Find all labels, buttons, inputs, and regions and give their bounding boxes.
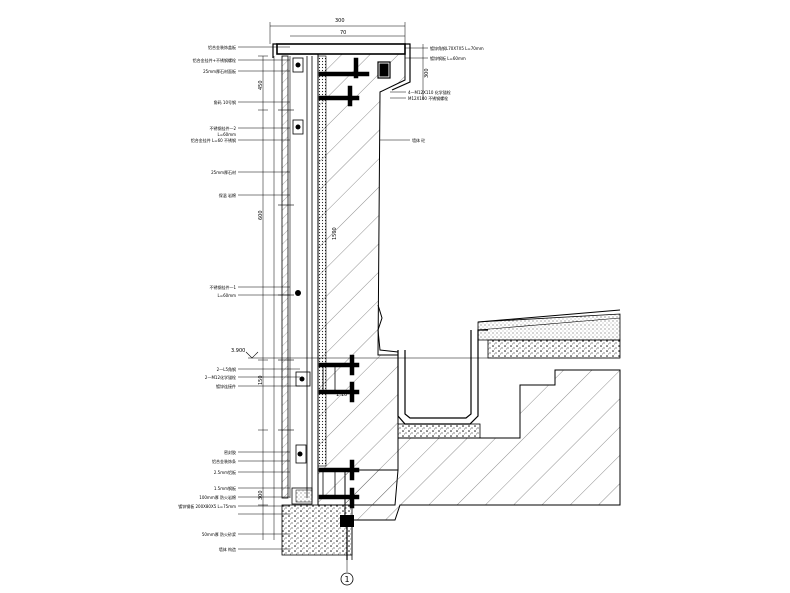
dim-top-300: 300 — [335, 18, 345, 24]
dimension-lines — [258, 22, 424, 540]
label-left-9: 不锈钢挂件—1 — [209, 284, 236, 290]
level-mark: 3.900 — [231, 348, 245, 354]
label-left-12: 2—M12化学锚栓 — [205, 374, 236, 380]
level-triangle — [245, 351, 259, 359]
label-left-19: 镀锌钢板 200X80X5 L=75mm — [178, 503, 236, 509]
dim-top-70: 70 — [340, 30, 346, 36]
label-right-4: 墙体 砼 — [412, 137, 425, 143]
label-left-5: L=60mm — [218, 132, 237, 137]
labels-left: 铝合金装饰盖板 铝合金挂件+不锈钢螺栓 25mm厚石材面板 角码 10号钢 不锈… — [178, 44, 236, 552]
label-left-17: 1.5mm钢板 — [214, 485, 236, 491]
label-left-13: 镀锌连接件 — [216, 383, 236, 389]
dim-inner-ratio: 1:10 — [336, 392, 347, 398]
gutter-bed — [397, 423, 481, 439]
label-left-7: 25mm厚石材 — [211, 169, 236, 175]
labels-right: 镀锌角钢L70X7X5 L=70mm 镀锌钢板 L=60mm 4—M12X110… — [408, 45, 484, 143]
label-left-1: 铝合金挂件+不锈钢螺栓 — [193, 57, 236, 63]
label-left-6: 铝合金挂件 L=60 不锈钢 — [191, 137, 236, 143]
stone-cladding — [278, 55, 313, 499]
clip-hardware — [291, 57, 336, 505]
label-left-0: 铝合金装饰盖板 — [208, 44, 236, 50]
leader-lines-right — [380, 47, 428, 141]
label-left-4: 不锈钢挂件—2 — [209, 125, 236, 131]
label-left-14: 密封胶 — [224, 449, 236, 455]
grid-axis-label: 1 — [344, 575, 349, 584]
label-right-1: 镀锌钢板 L=60mm — [430, 55, 466, 61]
parapet-cap — [276, 43, 406, 55]
cap-flashing — [272, 43, 277, 58]
label-left-20: 50mm厚 防火砂浆 — [202, 531, 236, 537]
dim-left-600: 600 — [258, 210, 264, 220]
dim-inner-1500: 1500 — [332, 227, 338, 240]
grid-axis-bubble — [340, 572, 354, 586]
label-right-3: M12X100 不锈钢螺栓 — [408, 95, 448, 101]
gutter — [397, 329, 488, 425]
wall-base — [281, 504, 353, 556]
label-left-11: 2—L5角钢 — [217, 366, 236, 372]
label-left-21: 墙体 构造 — [219, 546, 236, 552]
label-left-3: 角码 10号钢 — [214, 99, 236, 105]
base-plate — [340, 515, 354, 527]
label-left-8: 保温 岩棉 — [219, 192, 236, 198]
dim-right-300: 300 — [424, 68, 430, 78]
label-left-2: 25mm厚石材面板 — [203, 68, 236, 74]
landscape-layers — [477, 309, 621, 359]
label-right-2: 4—M12X110 化学锚栓 — [408, 89, 451, 95]
cap-drip — [391, 43, 411, 91]
label-left-18: 100mm厚 防火岩棉 — [199, 494, 236, 500]
wall-flashing — [377, 304, 399, 353]
dim-left-300: 300 — [258, 490, 264, 500]
clip-bolts — [295, 62, 313, 503]
insulation-layer — [317, 55, 327, 467]
label-left-10: L=60mm — [218, 293, 237, 298]
leader-lines-left — [238, 46, 300, 550]
dim-left-150: 150 — [258, 375, 264, 385]
concrete-wall — [317, 51, 621, 521]
label-left-16: 2.5mm铝板 — [214, 469, 236, 475]
label-left-15: 铝合金装饰条 — [212, 458, 236, 464]
anchor-brackets — [318, 57, 391, 509]
dim-left-450: 450 — [258, 80, 264, 90]
label-right-0: 镀锌角钢L70X7X5 L=70mm — [430, 45, 484, 51]
